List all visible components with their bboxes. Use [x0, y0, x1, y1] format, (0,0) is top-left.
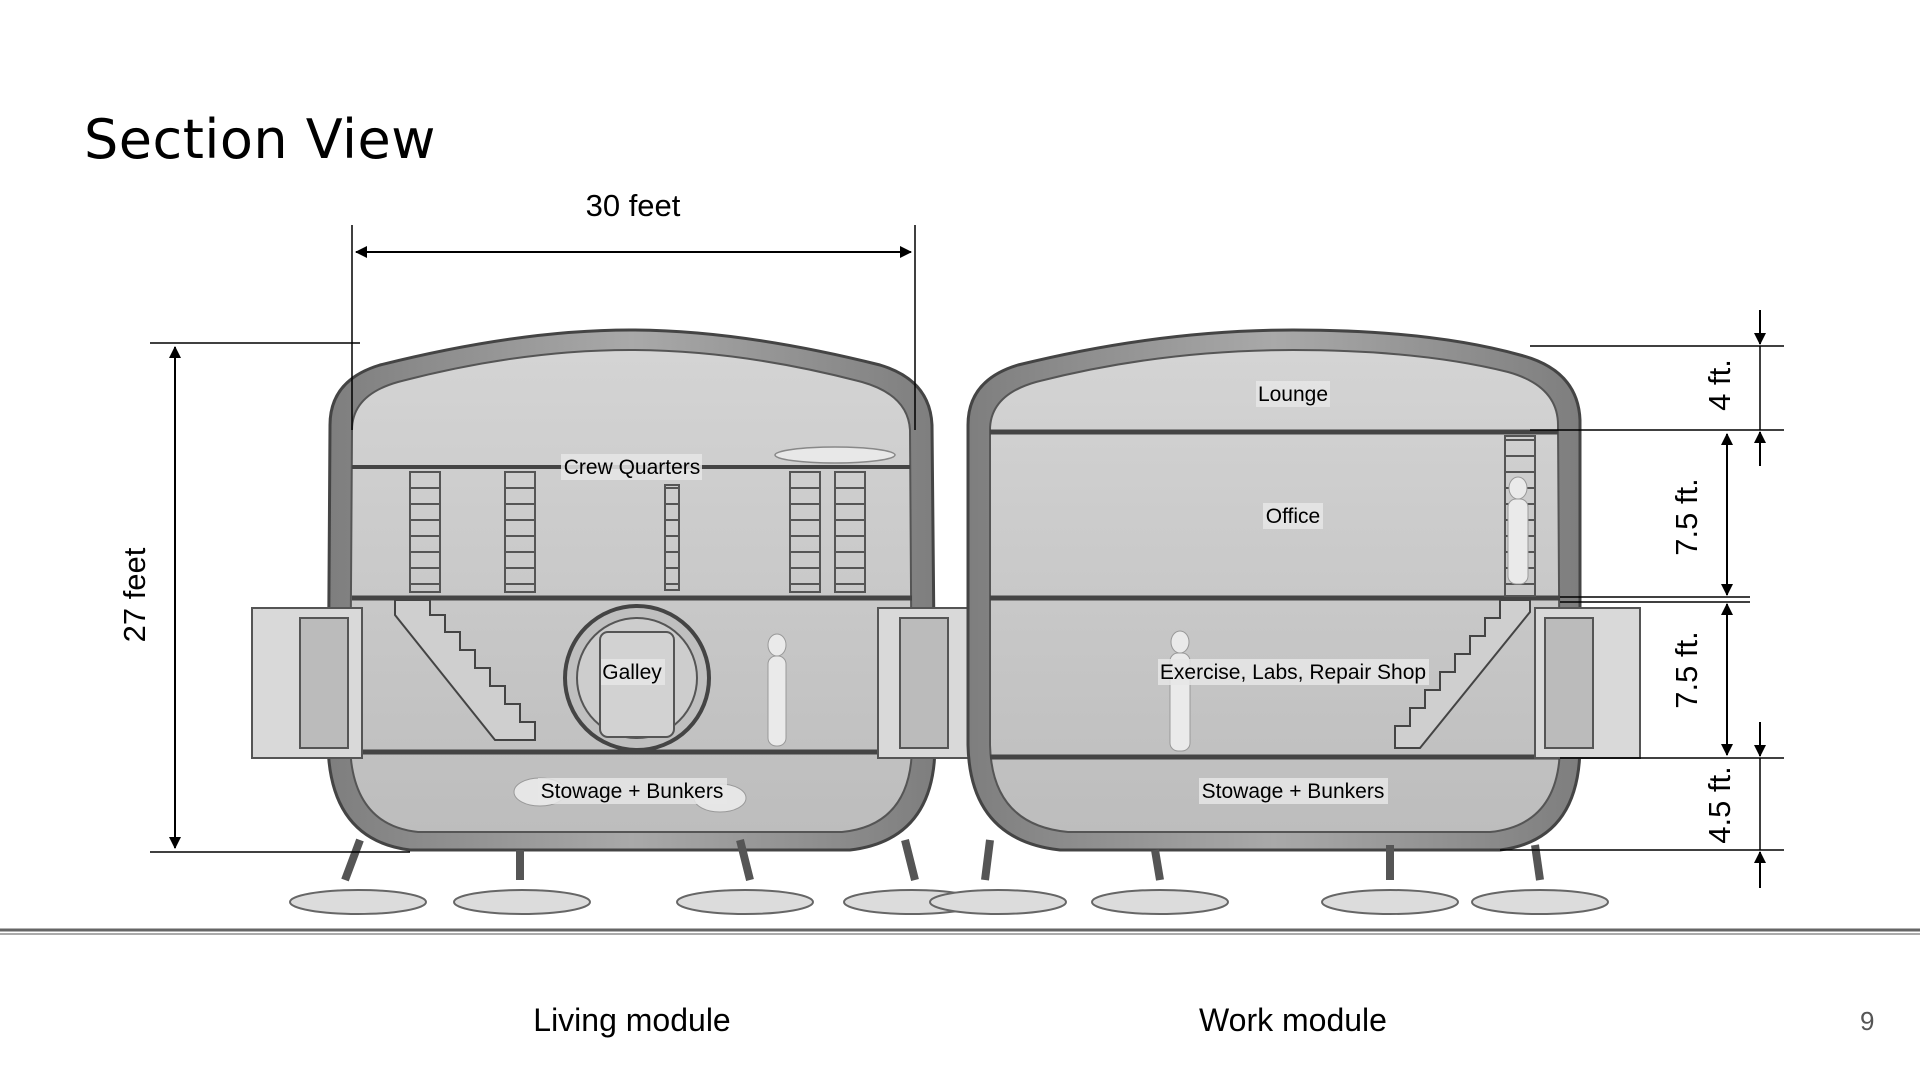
work-stowage-label: Stowage + Bunkers: [1202, 780, 1385, 803]
crew-quarters-label: Crew Quarters: [564, 456, 701, 479]
width-dimension: 30 feet: [351, 188, 916, 430]
landing-legs: [289, 838, 1609, 915]
living-module-hull: [251, 328, 989, 852]
lounge-height-label: 4 ft.: [1702, 359, 1737, 411]
work-room-labels: Lounge Office Exercise, Labs, Repair Sho…: [1158, 381, 1429, 804]
living-room-labels: Crew Quarters Galley Stowage + Bunkers: [538, 454, 727, 804]
galley-label: Galley: [602, 661, 662, 684]
height-dimension: 27 feet: [117, 342, 410, 853]
level-dimensions: 4 ft. 7.5 ft. 7.5 ft. 4.5 ft.: [1500, 310, 1784, 888]
slide-title: Section View: [84, 108, 436, 171]
page-number: 9: [1860, 1006, 1875, 1036]
office-height-label: 7.5 ft.: [1669, 478, 1704, 556]
living-stowage-label: Stowage + Bunkers: [541, 780, 724, 803]
lounge-label: Lounge: [1258, 383, 1328, 406]
living-module-caption: Living module: [533, 1002, 731, 1038]
height-dimension-label: 27 feet: [117, 547, 152, 642]
width-dimension-label: 30 feet: [586, 188, 681, 223]
stowage-height-label: 4.5 ft.: [1702, 766, 1737, 844]
exercise-height-label: 7.5 ft.: [1669, 631, 1704, 709]
office-label: Office: [1266, 505, 1320, 528]
work-module-caption: Work module: [1199, 1002, 1387, 1038]
work-module-hull: [966, 328, 1641, 852]
exercise-labs-label: Exercise, Labs, Repair Shop: [1160, 661, 1426, 684]
